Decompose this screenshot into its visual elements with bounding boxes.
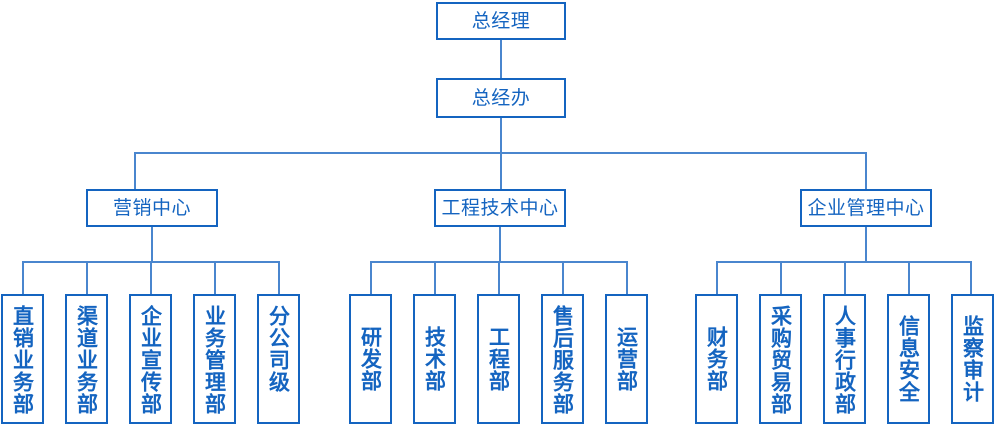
node-label: 监察审计 <box>960 315 985 403</box>
node-label: 企业宣传部 <box>138 305 163 415</box>
connector-marketing-drop-4 <box>214 261 216 295</box>
node-dept-finance[interactable]: 财务部 <box>695 294 738 424</box>
node-label: 直销业务部 <box>10 305 35 415</box>
connector-management-drop-2 <box>780 261 782 295</box>
connector-engineering-drop-1 <box>370 261 372 295</box>
node-dept-after-sales-service[interactable]: 售后服务部 <box>541 294 584 424</box>
node-dept-human-resources-administration[interactable]: 人事行政部 <box>823 294 866 424</box>
node-label: 营销中心 <box>112 196 191 219</box>
connector-marketing-drop-3 <box>150 261 152 295</box>
node-general-manager-office[interactable]: 总经办 <box>436 78 566 118</box>
connector-engineering-drop-2 <box>434 261 436 295</box>
node-dept-information-security[interactable]: 信息安全 <box>887 294 930 424</box>
node-dept-corporate-publicity[interactable]: 企业宣传部 <box>129 294 172 424</box>
node-label: 技术部 <box>422 326 447 392</box>
node-dept-procurement-trade[interactable]: 采购贸易部 <box>759 294 802 424</box>
connector-root-to-office <box>500 40 502 78</box>
node-label: 渠道业务部 <box>74 305 99 415</box>
connector-marketing-drop-2 <box>86 261 88 295</box>
node-dept-technology[interactable]: 技术部 <box>413 294 456 424</box>
connector-office-down <box>500 118 502 152</box>
connector-management-drop-3 <box>844 261 846 295</box>
node-general-manager[interactable]: 总经理 <box>436 2 566 40</box>
connector-management-drop-1 <box>716 261 718 295</box>
connector-marketing-down <box>151 227 153 262</box>
node-dept-branch-level[interactable]: 分公司级 <box>257 294 300 424</box>
node-label: 信息安全 <box>896 315 921 403</box>
connector-bus-to-marketing <box>134 152 136 189</box>
connector-management-drop-5 <box>970 261 972 295</box>
connector-bus-to-management <box>865 152 867 189</box>
connector-engineering-drop-3 <box>498 261 500 295</box>
connector-bus-to-engineering <box>500 152 502 189</box>
node-dept-business-management[interactable]: 业务管理部 <box>193 294 236 424</box>
node-center-management[interactable]: 企业管理中心 <box>800 189 932 227</box>
node-label: 总经办 <box>471 86 531 109</box>
node-dept-engineering[interactable]: 工程部 <box>477 294 520 424</box>
node-dept-channel-sales[interactable]: 渠道业务部 <box>65 294 108 424</box>
node-label: 研发部 <box>358 326 383 392</box>
node-dept-supervision-audit[interactable]: 监察审计 <box>951 294 994 424</box>
node-center-marketing[interactable]: 营销中心 <box>86 189 218 227</box>
node-dept-operations[interactable]: 运营部 <box>605 294 648 424</box>
connector-engineering-down <box>499 227 501 262</box>
node-label: 运营部 <box>614 326 639 392</box>
connector-engineering-drop-4 <box>562 261 564 295</box>
connector-engineering-drop-5 <box>626 261 628 295</box>
node-label: 售后服务部 <box>550 305 575 415</box>
node-label: 人事行政部 <box>832 305 857 415</box>
node-label: 分公司级 <box>266 305 291 393</box>
node-dept-research-development[interactable]: 研发部 <box>349 294 392 424</box>
node-label: 采购贸易部 <box>768 305 793 415</box>
connector-marketing-drop-1 <box>22 261 24 295</box>
node-label: 业务管理部 <box>202 305 227 415</box>
node-label: 企业管理中心 <box>807 196 925 219</box>
node-center-engineering[interactable]: 工程技术中心 <box>434 189 566 227</box>
connector-marketing-drop-5 <box>278 261 280 295</box>
node-label: 工程技术中心 <box>441 196 559 219</box>
connector-management-drop-4 <box>908 261 910 295</box>
node-dept-direct-sales[interactable]: 直销业务部 <box>1 294 44 424</box>
connector-management-down <box>865 227 867 262</box>
node-label: 总经理 <box>471 9 531 32</box>
node-label: 财务部 <box>704 326 729 392</box>
node-label: 工程部 <box>486 326 511 392</box>
